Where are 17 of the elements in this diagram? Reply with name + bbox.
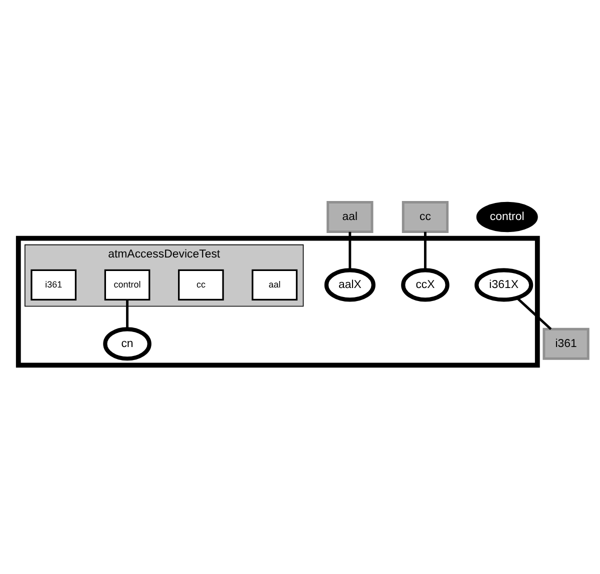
node-box: i361	[30, 269, 77, 300]
cluster	[16, 236, 540, 368]
node-ellipse: ccX	[401, 268, 450, 302]
connector	[516, 297, 552, 330]
node-ellipse: cn	[103, 327, 152, 361]
node-box: i361	[542, 328, 590, 360]
node-ellipse: aalX	[324, 268, 376, 302]
connector	[348, 232, 352, 270]
connector	[126, 300, 128, 330]
node-box: cc	[178, 269, 224, 300]
node-box: aal	[252, 269, 298, 300]
node-box: aal	[326, 201, 374, 233]
node-box: cc	[402, 201, 449, 233]
connector	[424, 232, 426, 270]
node-ellipse: i361X	[474, 268, 534, 302]
node-ellipse: control	[476, 202, 538, 232]
node-box: control	[104, 269, 150, 300]
